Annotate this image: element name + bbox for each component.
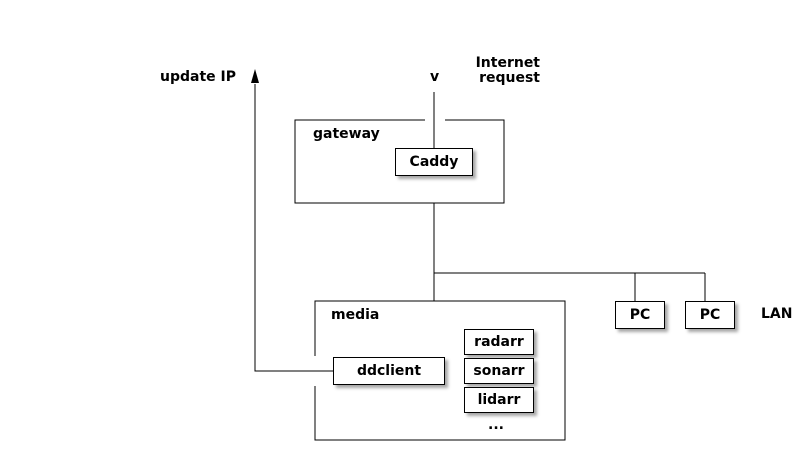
update-ip-label: update IP [160,69,236,85]
radarr-node: radarr [464,329,534,355]
gateway-frame [294,119,505,204]
internet-label-line2: request [479,70,540,86]
more-services-ellipsis: ... [488,417,504,433]
pc-node-2: PC [685,301,735,329]
update-ip-arrowhead [251,69,259,83]
lan-label: LAN [761,306,793,322]
sonarr-node: sonarr [464,358,534,384]
caddy-node: Caddy [395,148,473,176]
incoming-v-label: v [430,69,440,85]
update-ip-line [254,84,333,372]
ddclient-node: ddclient [333,357,445,385]
pc-node-1: PC [615,301,665,329]
lidarr-node: lidarr [464,387,534,413]
media-label: media [331,307,380,323]
internet-label: Internet request [470,56,540,86]
internet-label-line1: Internet [475,55,540,71]
media-frame [314,300,566,441]
gateway-label: gateway [313,126,380,142]
